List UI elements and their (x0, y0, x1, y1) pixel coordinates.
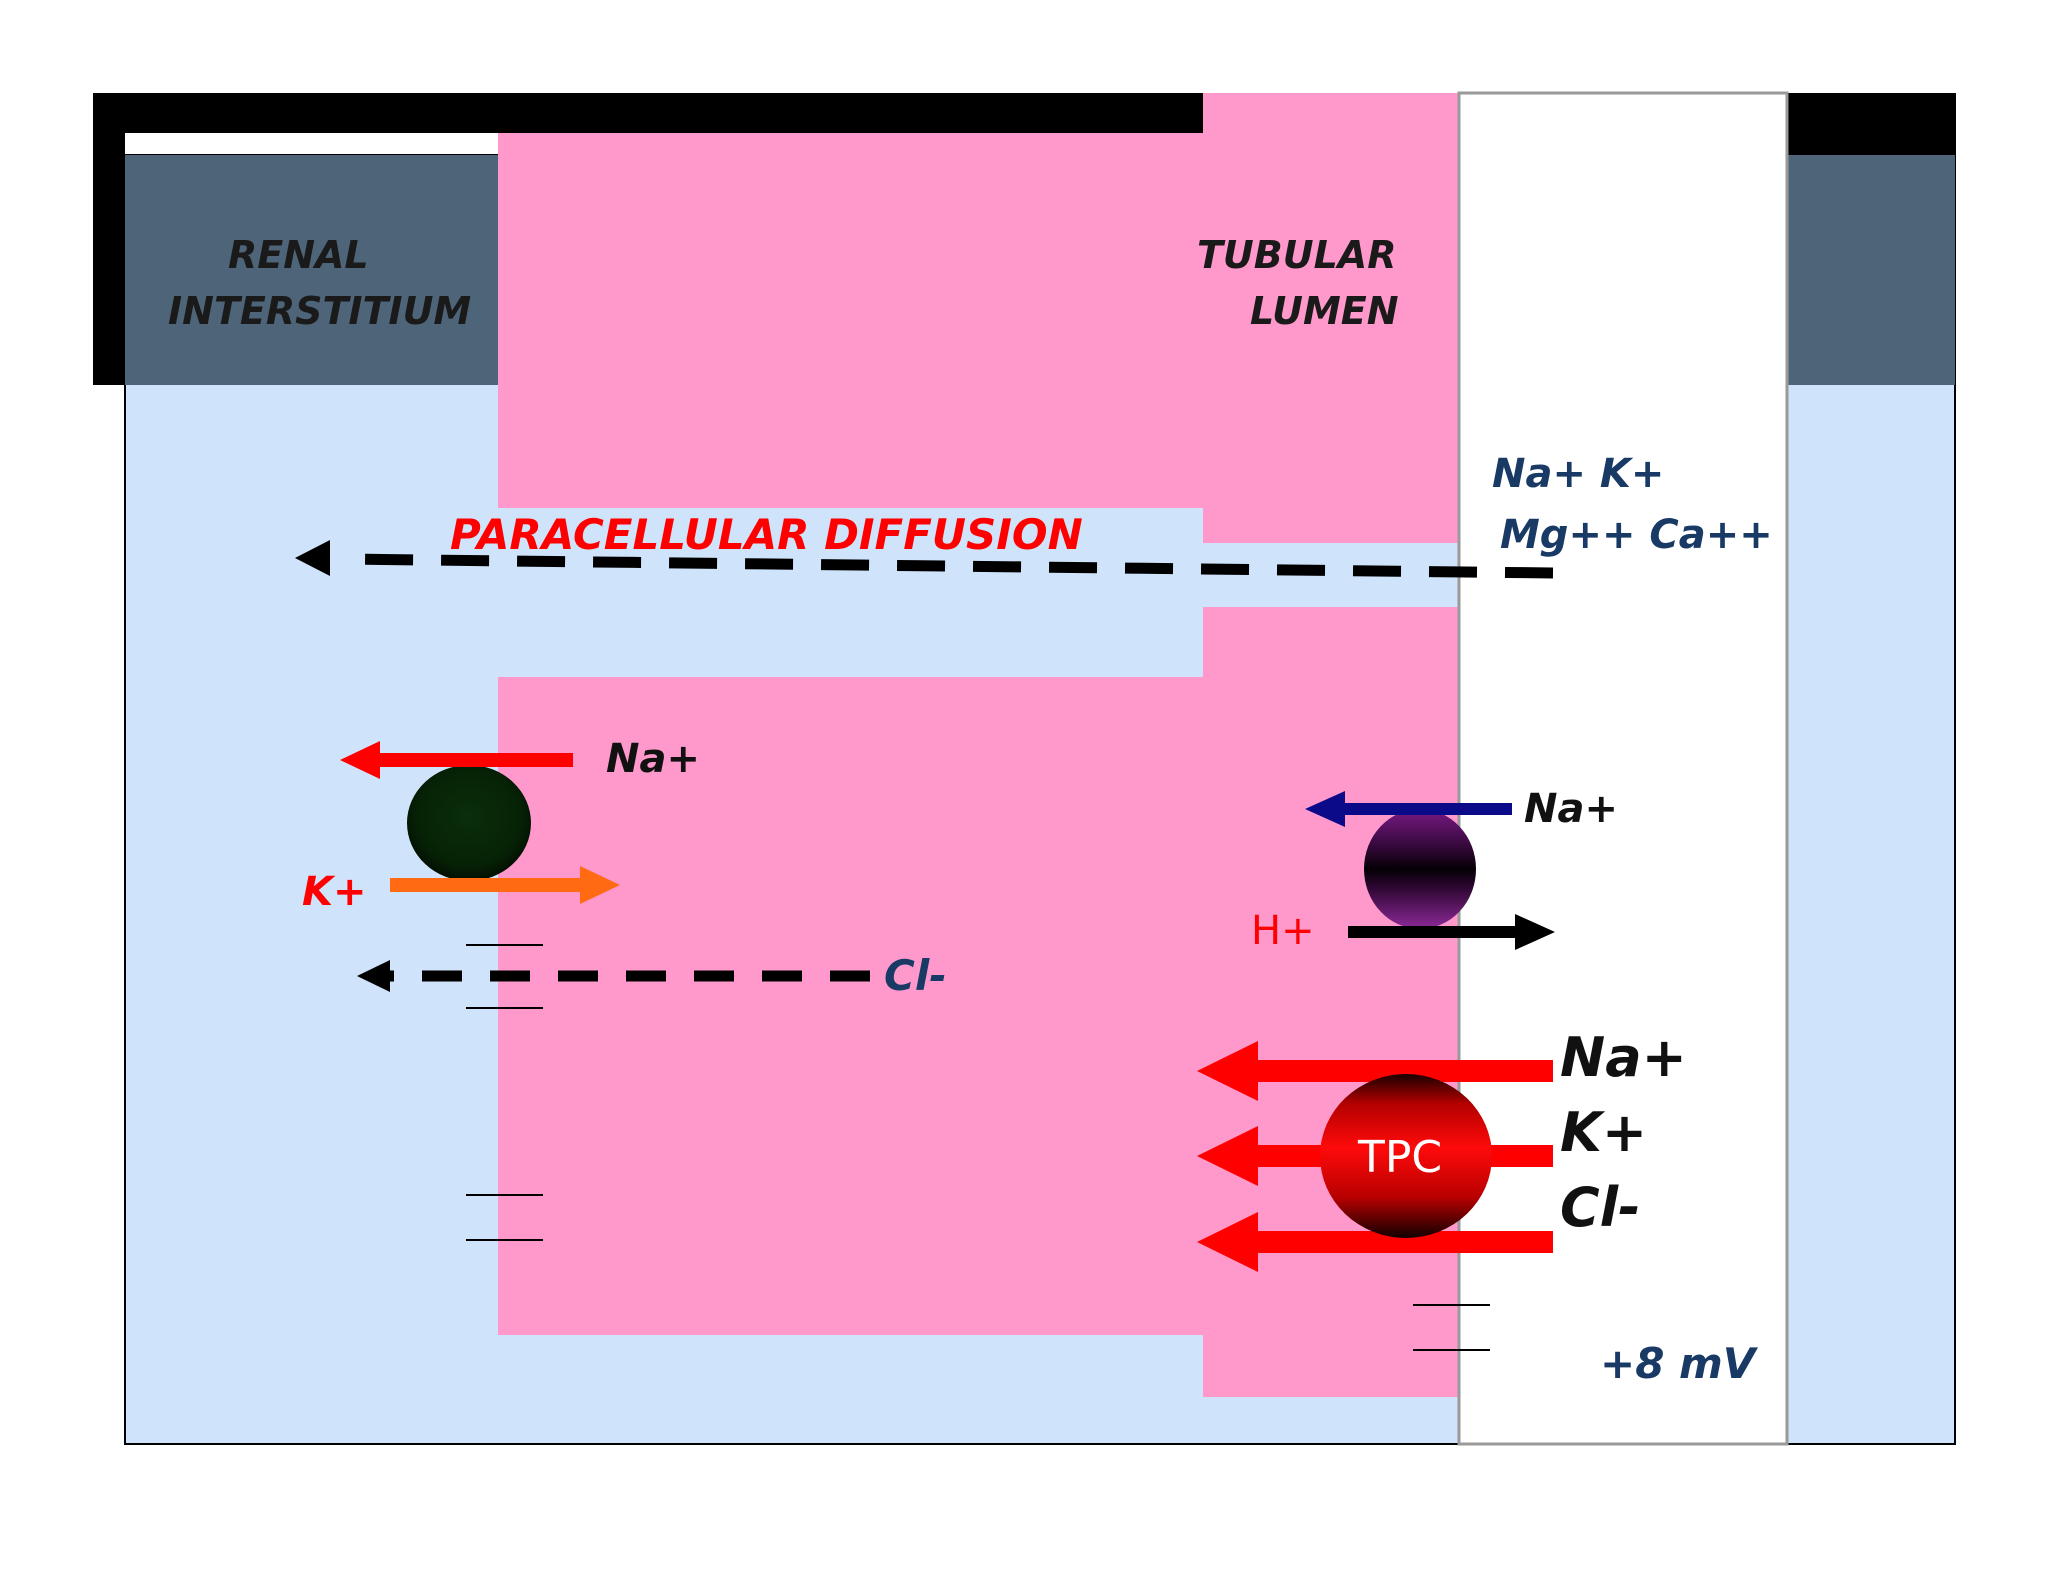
left-border-top (93, 93, 125, 385)
cell-bottom-apical (1203, 607, 1459, 1397)
pump-na-label: Na+ (606, 736, 700, 782)
interstitium-header-band (125, 155, 498, 385)
tpc-cl-label: Cl- (1560, 1176, 1641, 1239)
tpc-cl-arrowhead (1197, 1212, 1258, 1272)
cl-label: Cl- (884, 951, 947, 1000)
tubular-lumen (1457, 91, 1789, 1446)
interstitium-label-line2: INTERSTITIUM (168, 289, 471, 333)
lumen-label-line1: TUBULAR (1197, 233, 1396, 277)
tpc-k-label: K+ (1560, 1101, 1647, 1164)
paracellular-diffusion-label: PARACELLULAR DIFFUSION (450, 510, 1083, 559)
tpc-k-arrowhead (1197, 1126, 1258, 1186)
paracellular-dashed-arrow (337, 553, 1554, 579)
cell-top (498, 133, 1203, 508)
exchanger-h-arrowhead (1515, 914, 1555, 950)
paracellular-arrowhead (295, 540, 330, 576)
pump-na-arrowhead (340, 741, 380, 779)
lumen-label-line2: LUMEN (1250, 289, 1399, 333)
cell-bottom (498, 677, 1203, 1335)
top-border-left (93, 93, 1203, 133)
tpc-label: TPC (1357, 1132, 1442, 1183)
cell-top-apical (1203, 93, 1459, 543)
pump-k-arrowhead (580, 866, 620, 904)
paracellular-ions-line1: Na+ K+ (1492, 451, 1664, 497)
exchanger-na-arrowhead (1305, 791, 1345, 827)
pump-k-label: K+ (302, 869, 367, 915)
cl-arrowhead (357, 960, 390, 992)
na-k-pump (407, 765, 531, 881)
exchanger-h-label: H+ (1251, 908, 1315, 954)
tpc-na-label: Na+ (1560, 1026, 1687, 1089)
tpc-transporter (1320, 1074, 1492, 1238)
tpc-na-arrowhead (1197, 1041, 1258, 1101)
interstitium-label-line1: RENAL (228, 233, 369, 277)
right-header-band (1787, 155, 1955, 385)
paracellular-ions-line2: Mg++ Ca++ (1500, 512, 1773, 558)
top-border-right (1787, 93, 1956, 155)
na-h-exchanger (1364, 809, 1476, 929)
exchanger-na-label: Na+ (1524, 786, 1618, 832)
lumen-potential-label: +8 mV (1600, 1339, 1759, 1388)
